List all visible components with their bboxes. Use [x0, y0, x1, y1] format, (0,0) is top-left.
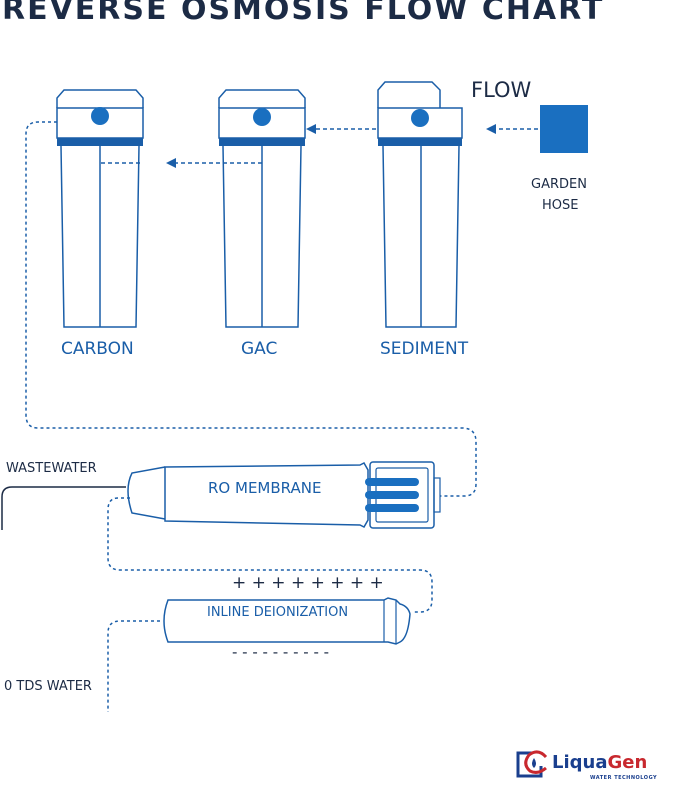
gac-filter-housing	[218, 89, 306, 328]
sediment-filter-housing	[377, 81, 463, 328]
wastewater-label: WASTEWATER	[6, 461, 97, 476]
sediment-filter-label: SEDIMENT	[380, 339, 469, 359]
carbon-filter-cap-knob	[91, 107, 109, 125]
deionization-label: INLINE DEIONIZATION	[207, 605, 349, 620]
brand-logo-part1: Liqua	[552, 752, 608, 773]
garden-hose-block	[540, 105, 588, 153]
ro-membrane-housing	[127, 461, 441, 529]
flow-line-carbon-to-ro	[25, 121, 477, 497]
brand-logo-part2: Gen	[607, 752, 648, 773]
garden-hose-label-line2: HOSE	[542, 198, 579, 213]
negative-charge-signs: - - - - - - - - - -	[232, 643, 330, 661]
page-title: REVERSE OSMOSIS FLOW CHART	[2, 0, 605, 27]
ro-membrane-label: RO MEMBRANE	[208, 479, 322, 497]
liquagen-logo-icon	[516, 750, 548, 778]
gac-filter-label: GAC	[241, 339, 278, 359]
flow-label: FLOW	[471, 78, 532, 102]
gac-filter-cap-knob	[253, 108, 271, 126]
brand-tagline: WATER TECHNOLOGY	[590, 775, 658, 781]
sediment-filter-cap-knob	[411, 109, 429, 127]
output-label: 0 TDS WATER	[4, 679, 92, 694]
brand-logo-wordmark: LiquaGen	[552, 752, 647, 773]
carbon-filter-label: CARBON	[61, 339, 134, 359]
inline-deionization-cartridge	[163, 597, 411, 645]
flow-line-ro-to-deionization	[107, 497, 433, 613]
garden-hose-label-line1: GARDEN	[531, 177, 587, 192]
wastewater-line	[1, 486, 126, 530]
flow-line-deionization-to-output	[107, 620, 160, 712]
positive-charge-signs: + + + + + + + +	[232, 573, 384, 593]
carbon-filter-housing	[56, 89, 144, 328]
